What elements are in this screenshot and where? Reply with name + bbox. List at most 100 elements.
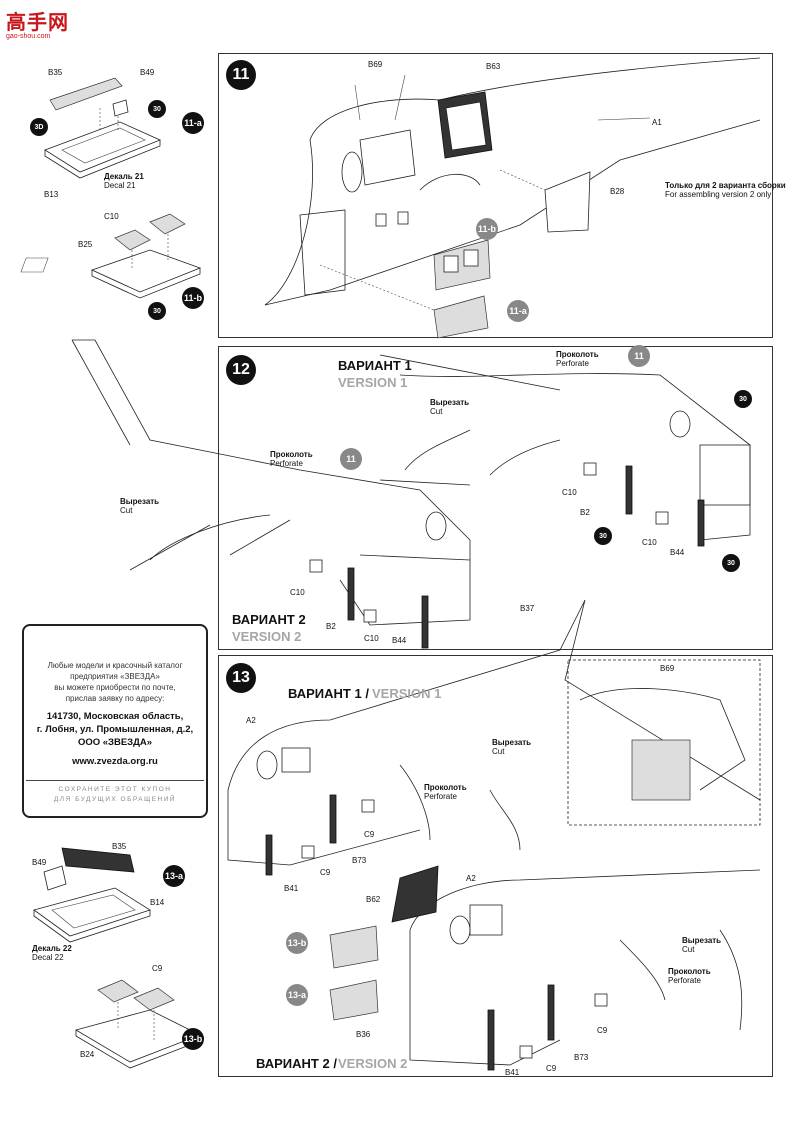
ref-badge-step11-b: 11 [628, 345, 650, 367]
ref-badge-13b: 13-b [286, 932, 308, 954]
cut-label: Вырезать [682, 936, 722, 945]
sub-assembly-11b-drawing [20, 213, 202, 299]
step-12-helicopter [71, 339, 751, 649]
part-label: B62 [366, 895, 381, 904]
ref-badge-11a: 11-a [507, 300, 529, 322]
coupon-text: вы можете приобрести по почте, [54, 683, 176, 692]
cut-label-en: Cut [430, 407, 443, 416]
part-label: A2 [466, 874, 476, 883]
variant-1-title: ВАРИАНТ 1 / [288, 686, 369, 701]
part-label: B2 [580, 508, 590, 517]
perforate-label-en: Perforate [668, 976, 701, 985]
cut-label: Вырезать [120, 497, 160, 506]
part-label: B35 [112, 842, 127, 851]
perforate-label: Проколоть [668, 967, 711, 976]
logo-url: gao-shou.com [6, 33, 51, 40]
step-11-panel [218, 53, 773, 338]
perforate-label-en: Perforate [556, 359, 589, 368]
variant-2-title: ВАРИАНТ 2 / [256, 1056, 337, 1071]
part-label: B41 [505, 1068, 520, 1077]
glue-marker-30: 30 [148, 100, 166, 118]
coupon-footer: ДЛЯ БУДУЩИХ ОБРАЩЕНИЙ [53, 796, 177, 803]
sub-assembly-11b-badge: 11-b [182, 287, 204, 309]
part-label: B37 [520, 604, 535, 613]
perforate-label-en: Perforate [270, 459, 303, 468]
part-label: B2 [326, 622, 336, 631]
sub-assembly-11a-drawing [44, 77, 162, 179]
cut-label-en: Cut [682, 945, 695, 954]
version-2-title: VERSION 2 [232, 629, 302, 644]
part-label: C9 [597, 1026, 608, 1035]
part-label: A1 [652, 118, 662, 127]
version-2-only-note-en: For assembling version 2 only [665, 190, 772, 199]
perforate-label: Проколоть [424, 783, 467, 792]
part-label: B73 [574, 1053, 589, 1062]
cut-label-en: Cut [120, 506, 133, 515]
part-label: C9 [364, 830, 375, 839]
sub-assembly-13a-badge: 13-a [163, 865, 185, 887]
part-label: B44 [392, 636, 407, 645]
glue-marker-30: 30 [722, 554, 740, 572]
glue-marker-30: 30 [148, 302, 166, 320]
glue-marker-30: 30 [734, 390, 752, 408]
sub-assembly-13b-drawing [74, 979, 201, 1069]
part-label: B28 [610, 187, 625, 196]
version-1-title: VERSION 1 [338, 375, 408, 390]
part-label: B63 [486, 62, 501, 71]
step-12-number: 12 [226, 355, 256, 385]
part-label: B73 [352, 856, 367, 865]
part-label: C10 [562, 488, 577, 497]
sub-assembly-13b-badge: 13-b [182, 1028, 204, 1050]
part-label: B44 [670, 548, 685, 557]
site-logo: 高手网 gao-shou.com [6, 6, 70, 40]
part-label: C10 [104, 212, 119, 221]
ref-badge-11b: 11-b [476, 218, 498, 240]
coupon-website: www.zvezda.org.ru [72, 756, 158, 767]
part-label: B25 [78, 240, 93, 249]
variant-2-title: ВАРИАНТ 2 [232, 612, 306, 627]
ref-badge-step11-a: 11 [340, 448, 362, 470]
ref-badge-13a: 13-a [286, 984, 308, 1006]
coupon-address: ООО «ЗВЕЗДА» [77, 737, 153, 748]
decal-label: Декаль 21 [104, 172, 144, 181]
coupon-footer: СОХРАНИТЕ ЭТОТ КУПОН [58, 786, 172, 793]
order-coupon: Любые модели и красочный каталог предпри… [22, 624, 208, 818]
coupon-text: прислав заявку по адресу: [65, 694, 165, 703]
decal-label: Decal 21 [104, 181, 136, 190]
step-12-panel [218, 346, 773, 650]
part-label: C10 [642, 538, 657, 547]
coupon-address: г. Лобня, ул. Промышленная, д.2, [36, 724, 194, 735]
version-2-only-note: Только для 2 варианта сборки [665, 181, 786, 190]
cut-label-en: Cut [492, 747, 505, 756]
perforate-label: Проколоть [556, 350, 599, 359]
step-13-number: 13 [226, 663, 256, 693]
part-label: B69 [368, 60, 383, 69]
cut-label: Вырезать [492, 738, 532, 747]
coupon-text: предприятия «ЗВЕЗДА» [70, 672, 160, 681]
version-1-title: VERSION 1 [372, 686, 442, 701]
variant-1-title: ВАРИАНТ 1 [338, 358, 412, 373]
part-label: C10 [290, 588, 305, 597]
version-2-title: VERSION 2 [338, 1056, 408, 1071]
decal-label: Декаль 22 [32, 944, 72, 953]
part-label: B49 [140, 68, 155, 77]
part-label: C9 [320, 868, 331, 877]
glue-marker-3d: 3D [30, 118, 48, 136]
part-label: C9 [546, 1064, 557, 1073]
step-11-number: 11 [226, 60, 256, 90]
part-label: B14 [150, 898, 165, 907]
step-13-helicopter [227, 599, 761, 1071]
coupon-text: Любые модели и красочный каталог [47, 661, 183, 670]
sub-assembly-11a-badge: 11-a [182, 112, 204, 134]
part-label: B35 [48, 68, 63, 77]
part-label: B41 [284, 884, 299, 893]
part-label: B24 [80, 1050, 95, 1059]
part-label: C9 [152, 964, 163, 973]
coupon-address: 141730, Московская область, [46, 711, 184, 722]
perforate-label-en: Perforate [424, 792, 457, 801]
decal-label: Decal 22 [32, 953, 64, 962]
part-label: C10 [364, 634, 379, 643]
part-label: B69 [660, 664, 675, 673]
part-label: A2 [246, 716, 256, 725]
